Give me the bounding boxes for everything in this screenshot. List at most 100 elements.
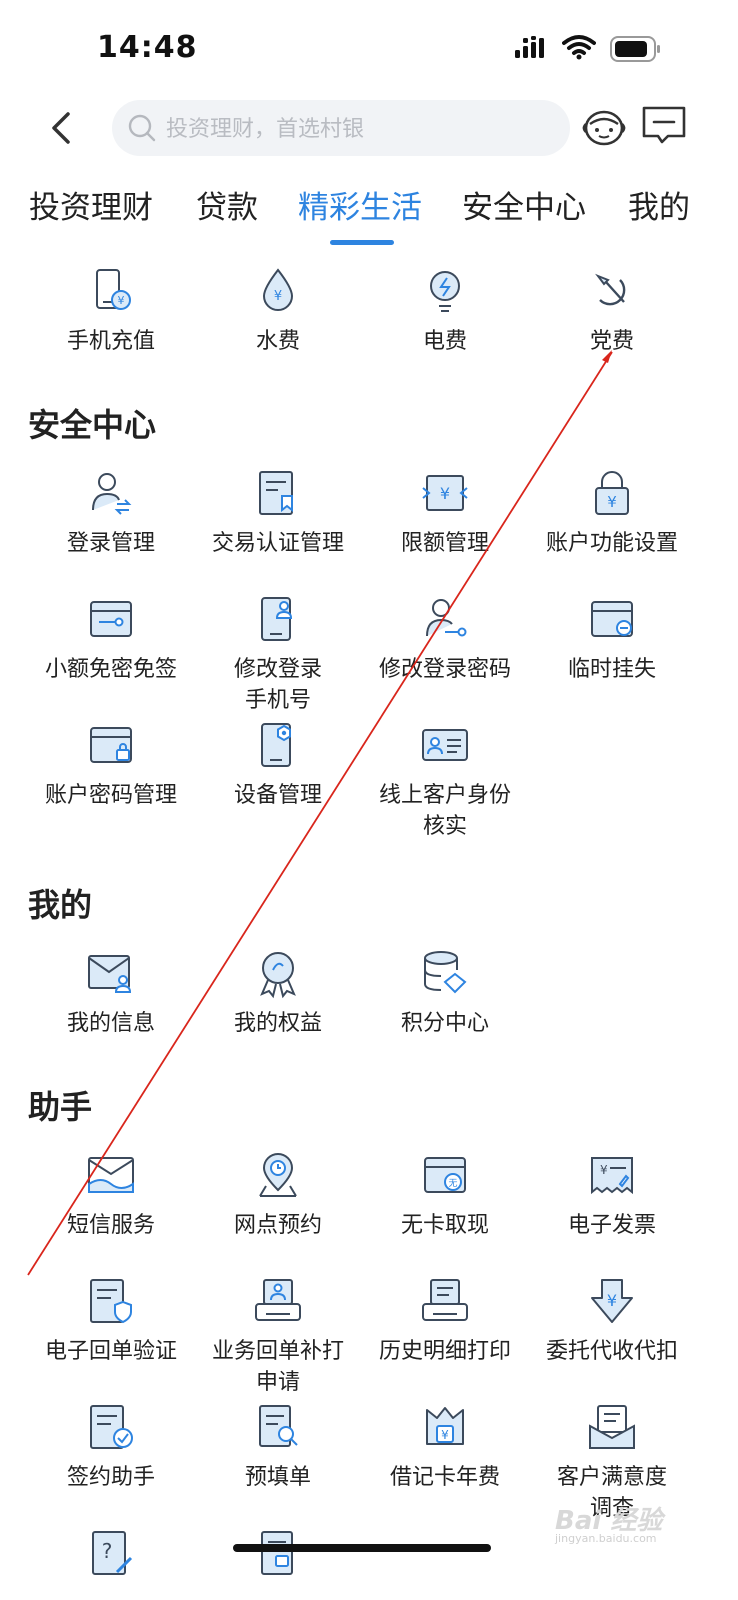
search-bar[interactable] <box>112 100 570 156</box>
item-transaction-auth[interactable]: 交易认证管理 <box>194 468 362 559</box>
item-my-info[interactable]: 我的信息 <box>27 948 195 1039</box>
item-temporary-loss-report[interactable]: 临时挂失 <box>528 594 696 685</box>
cellular-signal-icon <box>515 36 544 58</box>
hammer-sickle-icon <box>595 273 626 306</box>
item-partial-document[interactable] <box>194 1528 362 1600</box>
phone-recharge-icon: ¥ <box>96 269 131 310</box>
tab-investment[interactable]: 投资理财 <box>29 190 153 226</box>
document-lock-icon <box>261 1531 293 1575</box>
home-indicator[interactable] <box>233 1544 491 1552</box>
invoice-icon: ¥ <box>591 1157 633 1195</box>
svg-text:¥: ¥ <box>274 289 282 304</box>
item-login-management[interactable]: 登录管理 <box>27 468 195 559</box>
svg-text:?: ? <box>102 1539 113 1563</box>
item-label: 积分中心 <box>400 1011 489 1036</box>
medal-icon <box>260 952 296 999</box>
watermark-url: jingyan.baidu.com <box>555 1532 657 1545</box>
item-label: 预填单 <box>244 1465 311 1490</box>
item-customer-satisfaction-survey[interactable]: 客户满意度 调查 <box>528 1402 696 1524</box>
item-change-login-phone[interactable]: 修改登录 手机号 <box>194 594 362 716</box>
item-party-fee[interactable]: 党费 <box>528 266 696 357</box>
item-account-function-settings[interactable]: ¥ 账户功能设置 <box>528 468 696 559</box>
form-search-icon <box>259 1405 298 1447</box>
limit-yuan-icon: ¥ <box>422 475 468 511</box>
back-icon[interactable] <box>44 108 80 148</box>
item-label: 电子回单验证 <box>44 1339 177 1364</box>
item-device-management[interactable]: 设备管理 <box>194 720 362 811</box>
item-label: 账户功能设置 <box>545 531 678 556</box>
svg-text:¥: ¥ <box>607 493 617 511</box>
item-label: 电子发票 <box>567 1213 656 1238</box>
yuan-arrow-down-icon: ¥ <box>591 1279 633 1323</box>
item-label: 借记卡年费 <box>389 1465 500 1490</box>
item-branch-appointment[interactable]: 网点预约 <box>194 1150 362 1241</box>
item-label: 交易认证管理 <box>211 531 344 556</box>
item-electric-bill[interactable]: 电费 <box>361 266 529 357</box>
top-bar <box>0 96 738 160</box>
item-label: 我的信息 <box>66 1011 155 1036</box>
item-label: 我的权益 <box>233 1011 322 1036</box>
item-label: 线上客户身份 核实 <box>378 783 511 839</box>
item-sms-service[interactable]: 短信服务 <box>27 1150 195 1241</box>
item-change-login-password[interactable]: 修改登录密码 <box>361 594 529 685</box>
wifi-icon <box>562 35 596 60</box>
item-label: 水费 <box>255 329 300 354</box>
item-partial-help[interactable]: ? <box>27 1528 195 1600</box>
item-signing-assistant[interactable]: 签约助手 <box>27 1402 195 1493</box>
item-online-identity-verification[interactable]: 线上客户身份 核实 <box>361 720 529 842</box>
section-title-mine: 我的 <box>28 886 93 924</box>
tab-security[interactable]: 安全中心 <box>462 190 586 226</box>
item-points-center[interactable]: 积分中心 <box>361 948 529 1039</box>
item-debit-card-annual-fee[interactable]: ¥ 借记卡年费 <box>361 1402 529 1493</box>
crown-card-icon: ¥ <box>426 1407 464 1445</box>
search-icon <box>128 114 156 142</box>
id-card-icon <box>422 729 468 761</box>
item-e-receipt-verification[interactable]: 电子回单验证 <box>27 1276 195 1367</box>
item-small-amount-no-password[interactable]: 小额免密免签 <box>27 594 195 685</box>
tab-loan[interactable]: 贷款 <box>196 190 258 226</box>
item-label: 小额免密免签 <box>44 657 177 682</box>
item-e-invoice[interactable]: ¥ 电子发票 <box>528 1150 696 1241</box>
item-label: 委托代收代扣 <box>545 1339 678 1364</box>
search-input[interactable] <box>164 108 558 150</box>
card-key-icon <box>90 601 132 637</box>
item-label: 修改登录 手机号 <box>233 657 322 713</box>
item-history-statement-print[interactable]: 历史明细打印 <box>361 1276 529 1367</box>
receipt-shield-icon <box>90 1279 132 1324</box>
phone-user-icon <box>261 597 293 641</box>
message-icon[interactable] <box>640 104 688 148</box>
item-label: 账户密码管理 <box>44 783 177 808</box>
sms-envelope-icon <box>88 1157 134 1193</box>
watermark-brand: Bai 经验 <box>555 1506 663 1536</box>
item-label: 设备管理 <box>233 783 322 808</box>
item-limit-management[interactable]: ¥ 限额管理 <box>361 468 529 559</box>
svg-text:¥: ¥ <box>440 484 450 503</box>
document-check-icon <box>90 1405 133 1449</box>
svg-text:无: 无 <box>448 1178 457 1189</box>
item-cardless-withdrawal[interactable]: 无 无卡取现 <box>361 1150 529 1241</box>
active-tab-indicator <box>330 240 394 245</box>
item-phone-recharge[interactable]: ¥ 手机充值 <box>27 266 195 357</box>
robot-assistant-icon[interactable] <box>580 106 628 150</box>
printer-document-icon <box>422 1279 468 1321</box>
item-label: 历史明细打印 <box>378 1339 511 1364</box>
tab-mine[interactable]: 我的 <box>628 190 690 226</box>
item-label: 修改登录密码 <box>378 657 511 682</box>
item-label: 党费 <box>589 329 634 354</box>
card-minus-icon <box>591 601 633 637</box>
item-water-bill[interactable]: ¥ 水费 <box>194 266 362 357</box>
item-label: 登录管理 <box>66 531 155 556</box>
document-badge-icon <box>259 471 293 515</box>
item-my-benefits[interactable]: 我的权益 <box>194 948 362 1039</box>
item-label: 无卡取现 <box>400 1213 489 1238</box>
printer-user-icon <box>255 1279 301 1321</box>
tab-life[interactable]: 精彩生活 <box>298 190 422 226</box>
svg-text:¥: ¥ <box>441 1428 449 1442</box>
item-prefill-form[interactable]: 预填单 <box>194 1402 362 1493</box>
question-edit-icon: ? <box>92 1531 133 1575</box>
item-account-password-management[interactable]: 账户密码管理 <box>27 720 195 811</box>
item-business-receipt-reprint[interactable]: 业务回单补打 申请 <box>194 1276 362 1398</box>
svg-text:¥: ¥ <box>607 1291 617 1310</box>
item-entrusted-collection-payment[interactable]: ¥ 委托代收代扣 <box>528 1276 696 1367</box>
location-clock-icon <box>259 1153 297 1197</box>
